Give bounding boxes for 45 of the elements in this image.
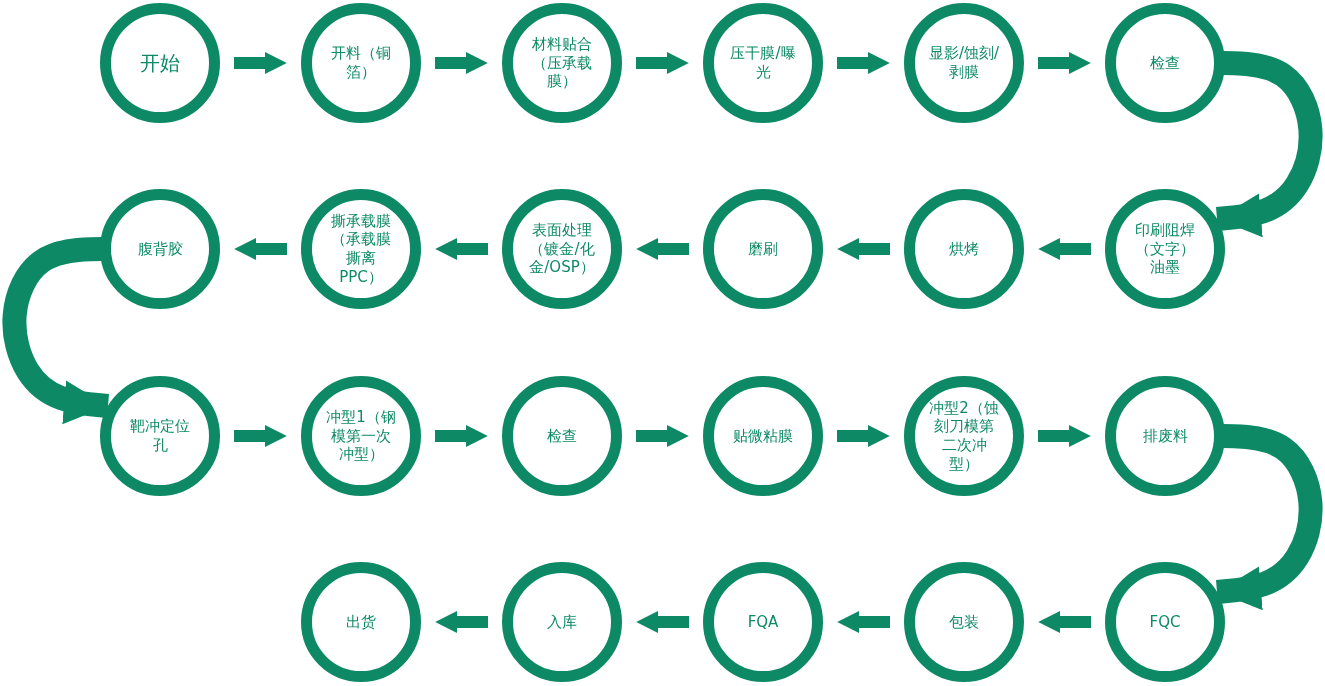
arrow [435, 52, 488, 74]
step-label: 材料贴合（压承载膜） [531, 34, 593, 92]
step-label: 撕承载膜（承载膜撕离PPC） [330, 211, 392, 287]
arrow [1038, 238, 1091, 260]
arrow [1213, 424, 1323, 611]
step-label: 检查 [1149, 53, 1181, 73]
step-label: 包装 [948, 612, 980, 632]
arrow [636, 611, 689, 633]
arrow [636, 52, 689, 74]
arrow [1038, 425, 1091, 447]
step-label: 靶冲定位孔 [129, 417, 191, 455]
arrow [636, 425, 689, 447]
step-label: 磨刷 [747, 239, 779, 259]
step-label: FQA [746, 612, 780, 632]
arrow [435, 238, 488, 260]
step-label: FQC [1148, 612, 1182, 632]
step-label: 贴微粘膜 [732, 426, 794, 446]
arrow [636, 238, 689, 260]
step-label: 烘烤 [948, 239, 980, 259]
step-label: 印刷阻焊（文字）油墨 [1134, 220, 1196, 278]
arrow [2, 237, 112, 425]
step-label: 开料（铜箔） [330, 44, 392, 82]
step-label: 冲型1（钢模第一次冲型） [325, 407, 397, 465]
arrow [435, 611, 488, 633]
step-label: 显影/蚀刻/剥膜 [928, 44, 1000, 82]
step-label: 出货 [345, 612, 377, 632]
step-label: 开始 [139, 50, 181, 76]
arrow [1213, 51, 1323, 238]
step-label: 压干膜/曝光 [729, 44, 797, 82]
step-label: 腹背胶 [136, 239, 184, 259]
arrow [435, 425, 488, 447]
step-label: 入库 [546, 612, 578, 632]
arrow [837, 425, 890, 447]
step-label: 冲型2（蚀刻刀模第二次冲型） [928, 398, 1000, 474]
step-label: 排废料 [1141, 426, 1189, 446]
arrow [234, 425, 287, 447]
arrow [234, 238, 287, 260]
arrow [837, 611, 890, 633]
step-label: 检查 [546, 426, 578, 446]
step-label: 表面处理（镀金/化金/OSP） [528, 220, 596, 278]
arrow [234, 52, 287, 74]
arrow [1038, 52, 1091, 74]
arrow [1038, 611, 1091, 633]
arrow [837, 238, 890, 260]
arrow [837, 52, 890, 74]
